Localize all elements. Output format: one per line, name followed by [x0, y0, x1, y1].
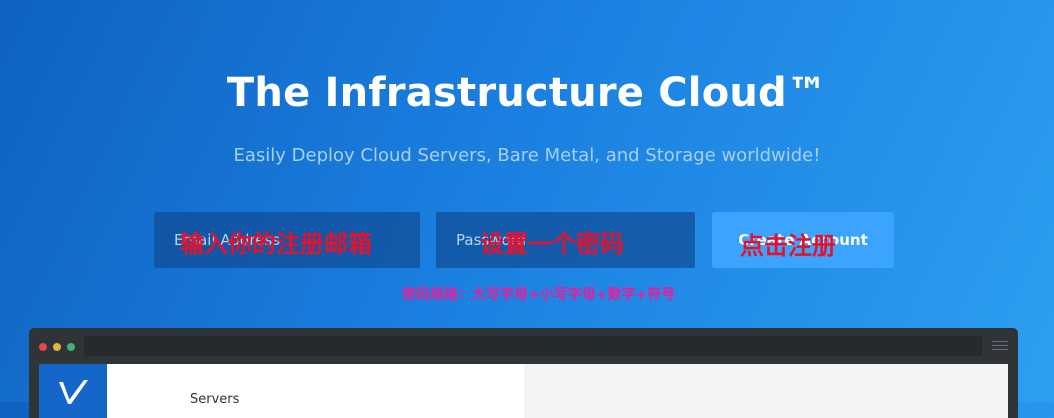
- create-account-button[interactable]: Create Account: [712, 212, 894, 268]
- hero-subtitle: Easily Deploy Cloud Servers, Bare Metal,…: [233, 145, 821, 166]
- vultr-logo-icon: [59, 380, 88, 404]
- email-field-wrapper: [154, 212, 420, 268]
- annotation-password-rule: 密码规格：大写字母+小写字母+数字+符号: [402, 287, 676, 303]
- email-input[interactable]: [154, 212, 420, 268]
- app-panel: Servers: [107, 364, 524, 418]
- hamburger-menu-icon: [992, 341, 1008, 350]
- browser-content: Servers: [39, 364, 1008, 418]
- password-field-wrapper: [436, 212, 695, 268]
- window-minimize-dot: [53, 343, 61, 351]
- signup-form: Create Account: [154, 212, 894, 268]
- app-sidebar: [39, 364, 107, 418]
- password-input[interactable]: [436, 212, 695, 268]
- browser-mockup: Servers: [29, 328, 1018, 418]
- address-bar: [84, 336, 982, 356]
- window-close-dot: [39, 343, 47, 351]
- hero-title: The Infrastructure Cloud™: [226, 70, 828, 116]
- panel-heading: Servers: [190, 392, 240, 407]
- window-maximize-dot: [67, 343, 75, 351]
